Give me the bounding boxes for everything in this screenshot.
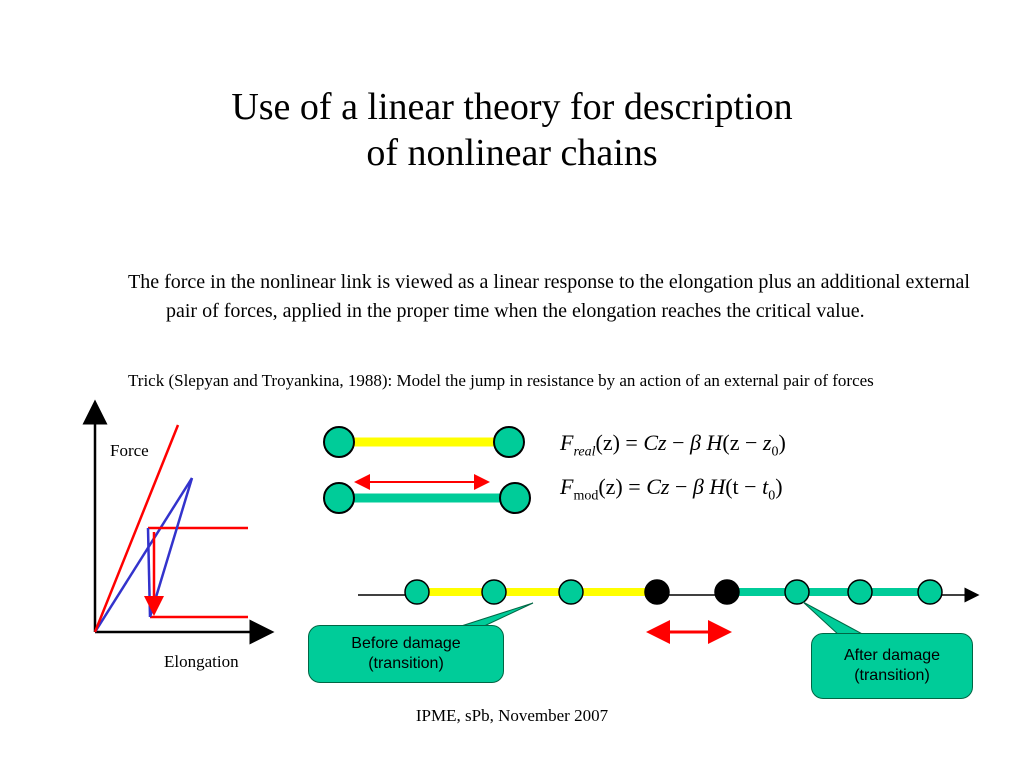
- chain-node: [558, 579, 584, 605]
- eq-beta: β: [690, 430, 701, 455]
- eq-equals: =: [625, 430, 638, 455]
- node-right-bottom: [499, 482, 531, 514]
- chain-node: [404, 579, 430, 605]
- blue-linear-line: [93, 477, 194, 633]
- chain-node: [481, 579, 507, 605]
- eq-cz: Cz: [643, 430, 667, 455]
- chain-node: [917, 579, 943, 605]
- eq-h-sub: 0: [771, 444, 779, 460]
- callout-before-text: Before damage (transition): [351, 635, 461, 672]
- chain-broken-node-right: [714, 579, 740, 605]
- axis-label-elongation: Elongation: [164, 652, 239, 671]
- node-left-bottom: [323, 482, 355, 514]
- eq-sub-mod: mod: [573, 488, 599, 504]
- blue-shifted-line: [148, 477, 194, 618]
- node-right-top: [493, 426, 525, 458]
- node-left-top: [323, 426, 355, 458]
- eq-f: F: [560, 474, 574, 499]
- chain-broken-node-left: [644, 579, 670, 605]
- eq-equals: =: [628, 474, 641, 499]
- callout-after-damage: After damage (transition): [811, 633, 973, 699]
- eq-h-sub: 0: [768, 488, 776, 504]
- title-line-2: of nonlinear chains: [366, 132, 658, 174]
- slide-footer: IPME, sPb, November 2007: [415, 706, 609, 725]
- eq-h-var: t: [762, 474, 769, 499]
- paragraph-1: The force in the nonlinear link is viewe…: [128, 271, 970, 322]
- eq-arg: (z): [598, 474, 623, 499]
- axis-label-force: Force: [110, 441, 149, 460]
- eq-h-close: ): [778, 430, 786, 455]
- red-steep-line: [93, 424, 180, 633]
- chain-node: [847, 579, 873, 605]
- chain-node: [784, 579, 810, 605]
- eq-beta: β: [692, 474, 704, 499]
- slide-title: Use of a linear theory for description o…: [0, 84, 1024, 176]
- eq-h-minus: −: [744, 474, 757, 499]
- eq-cz: Cz: [646, 474, 670, 499]
- eq-minus: −: [674, 474, 688, 499]
- blue-return-line: [146, 527, 152, 618]
- eq-h-arg-open: (t: [725, 474, 739, 499]
- callout-before-damage: Before damage (transition): [308, 625, 504, 683]
- title-line-1: Use of a linear theory for description: [231, 86, 793, 128]
- callout-after-text: After damage (transition): [843, 647, 941, 684]
- eq-h: H: [709, 474, 726, 499]
- eq-h-var: z: [762, 430, 772, 455]
- equation-f-mod: Fmod(z) = Cz − β H(t − t0): [560, 474, 783, 504]
- eq-f: F: [560, 430, 574, 455]
- eq-sub-real: real: [573, 444, 596, 460]
- paragraph-2: Trick (Slepyan and Troyankina, 1988): Mo…: [128, 371, 874, 390]
- eq-arg: (z): [595, 430, 620, 455]
- equation-f-real: Freal(z) = Cz − β H(z − z0): [560, 430, 786, 460]
- eq-h-close: ): [775, 474, 783, 499]
- eq-h: H: [706, 430, 723, 455]
- eq-h-minus: −: [744, 430, 758, 455]
- after-callout-pointer: [802, 601, 867, 637]
- eq-minus: −: [672, 430, 685, 455]
- eq-h-arg-open: (z: [722, 430, 740, 455]
